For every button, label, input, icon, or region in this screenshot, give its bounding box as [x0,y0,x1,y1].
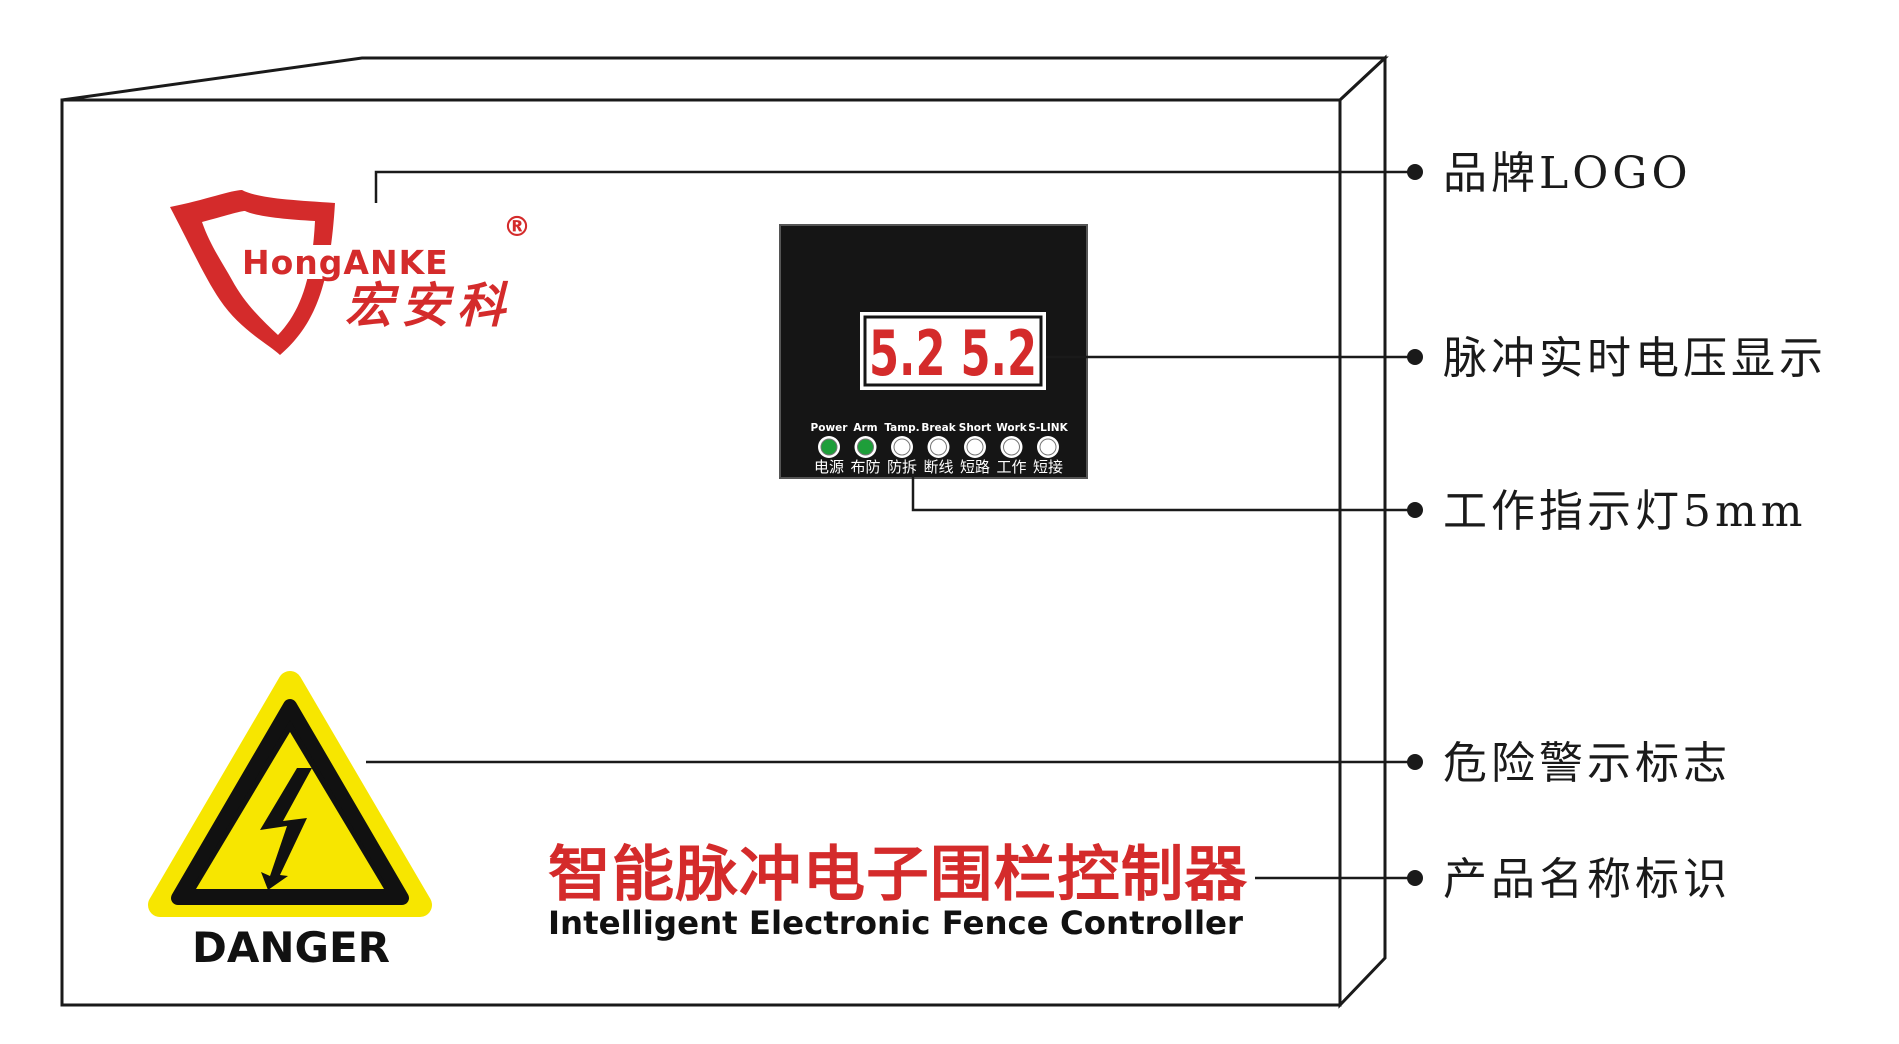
indicator-led-group: Tamp. 防拆 [884,422,919,476]
voltage-display-screen [863,315,1043,387]
product-name-en: Intelligent Electronic Fence Controller [548,904,1243,942]
indicator-led-group: Arm 布防 [850,422,880,476]
callout-dot-logo [1407,164,1423,180]
indicator-row: Power电源Arm布防Tamp.防拆Break断线Short短路Work工作S… [811,422,1069,476]
indicator-led [966,438,984,456]
indicator-label-cn: 布防 [850,458,880,476]
enclosure-side-face [1338,54,1387,1009]
callout-label-display: 脉冲实时电压显示 [1443,333,1827,384]
leader-lines [366,170,1411,880]
callout-label-product: 产品名称标识 [1443,854,1731,905]
enclosure-top-face [61,56,1389,102]
indicator-label-cn: 断线 [923,458,953,476]
danger-label: DANGER [192,923,390,972]
indicator-label-en: Short [959,422,991,434]
logo-wordmark-backing [240,245,500,279]
indicator-label-cn: 短路 [960,458,990,476]
lightning-bolt-icon [260,768,312,890]
indicator-label-en: Tamp. [884,422,919,434]
brand-logo: HongANKE ® 宏安科 [170,190,531,355]
callout-label-logo: 品牌LOGO [1443,148,1692,199]
brand-name-en: HongANKE [242,243,449,282]
callout-label-indicators: 工作指示灯5mm [1443,486,1806,537]
callout-dot-product [1407,870,1423,886]
registered-mark: ® [503,210,531,243]
indicator-label-en: Power [811,422,849,434]
indicator-led [893,438,911,456]
indicator-label-cn: 工作 [996,458,1026,476]
control-panel: 5.2 5.2 Power 电源 Arm 布防 Tamp. 防拆 Break 断线 Short 短… [779,224,1088,479]
indicator-led [1039,438,1057,456]
leader-line-indicators [911,475,1411,512]
product-name-cn: 智能脉冲电子围栏控制器 [548,840,1248,910]
voltage-readout: 5.2 5.2 [869,317,1037,390]
leader-line-logo [374,170,1411,203]
danger-sign: DANGER [148,671,432,972]
indicator-led-group: Power 电源 [811,422,849,476]
indicator-led-group: Break 断线 [921,422,956,476]
indicator-led-group: Work 工作 [996,422,1028,476]
callouts: 品牌LOGO 脉冲实时电压显示 工作指示灯5mm 危险警示标志 产品名称标识 [1407,148,1827,905]
indicator-label-cn: 短接 [1033,458,1063,476]
callout-dot-indicators [1407,502,1423,518]
indicator-led [1003,438,1020,456]
callout-dot-display [1407,349,1423,365]
indicator-label-en: Arm [853,422,877,434]
callout-label-danger: 危险警示标志 [1443,738,1731,789]
indicator-led [820,438,838,456]
indicator-led-group: S-LINK 短接 [1028,422,1068,476]
indicator-label-en: S-LINK [1028,422,1068,434]
indicator-label-en: Break [921,422,956,434]
indicator-led [930,438,947,456]
warning-triangle-inner [196,732,384,889]
indicator-led-group: Short 短路 [959,422,991,476]
indicator-led [857,438,874,456]
indicator-label-en: Work [996,422,1028,434]
indicator-label-cn: 电源 [814,458,844,476]
brand-name-cn: 宏安科 [345,278,513,334]
indicator-label-cn: 防拆 [887,458,917,476]
product-name: 智能脉冲电子围栏控制器 Intelligent Electronic Fence… [548,840,1248,942]
callout-dot-danger [1407,754,1423,770]
